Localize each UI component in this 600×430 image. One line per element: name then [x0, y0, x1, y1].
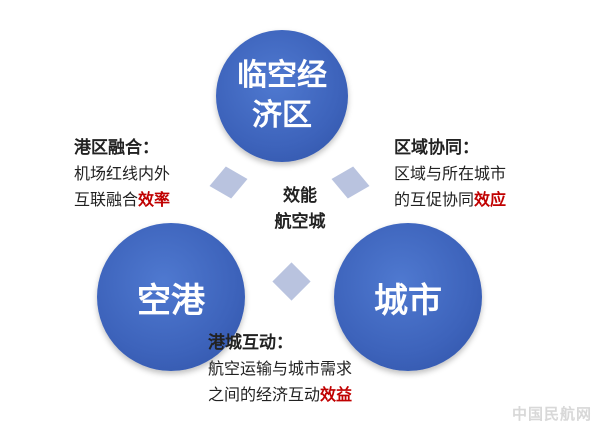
- circle-airport: 空港: [97, 223, 245, 371]
- block-left-highlight: 效率: [138, 190, 171, 209]
- block-left-line1: 机场红线内外: [74, 164, 171, 183]
- block-right-line1: 区域与所在城市: [394, 164, 507, 183]
- connector-diamond-bottom: [272, 262, 311, 301]
- watermark: 中国民航网: [511, 405, 592, 423]
- block-bottom-heading: 港城互动：: [208, 333, 293, 353]
- block-bottom-highlight: 效益: [320, 385, 353, 404]
- block-right-line2-text: 的互促协同: [394, 190, 475, 209]
- block-left-heading: 港区融合：: [74, 138, 159, 158]
- circle-city: 城市: [334, 223, 482, 371]
- center-line1: 效能: [283, 186, 317, 206]
- block-left-line2: 互联融合效率: [74, 187, 170, 213]
- circle-top-line2: 济区: [252, 98, 312, 133]
- text-block-port-city: 港城互动： 航空运输与城市需求 之间的经济互动效益: [208, 330, 352, 408]
- circle-top-line1: 临空经: [237, 58, 327, 93]
- block-bottom-line2: 之间的经济互动效益: [208, 382, 352, 408]
- connector-diamond-left: [209, 166, 248, 199]
- text-block-regional: 区域协同： 区域与所在城市 的互促协同效应: [394, 135, 506, 213]
- circle-linkong-economic-zone: 临空经 济区: [216, 30, 348, 162]
- center-label: 效能 航空城: [260, 183, 340, 235]
- circle-right-label: 城市: [374, 280, 442, 321]
- block-right-heading: 区域协同：: [394, 138, 479, 158]
- block-left-line2-text: 互联融合: [74, 190, 139, 209]
- block-right-highlight: 效应: [474, 190, 507, 209]
- block-right-line2: 的互促协同效应: [394, 187, 506, 213]
- block-bottom-line2-text: 之间的经济互动: [208, 385, 321, 404]
- block-bottom-line1: 航空运输与城市需求: [208, 359, 353, 378]
- text-block-port-zone: 港区融合： 机场红线内外 互联融合效率: [74, 135, 170, 213]
- circle-left-label: 空港: [137, 280, 205, 321]
- center-line2: 航空城: [274, 212, 326, 232]
